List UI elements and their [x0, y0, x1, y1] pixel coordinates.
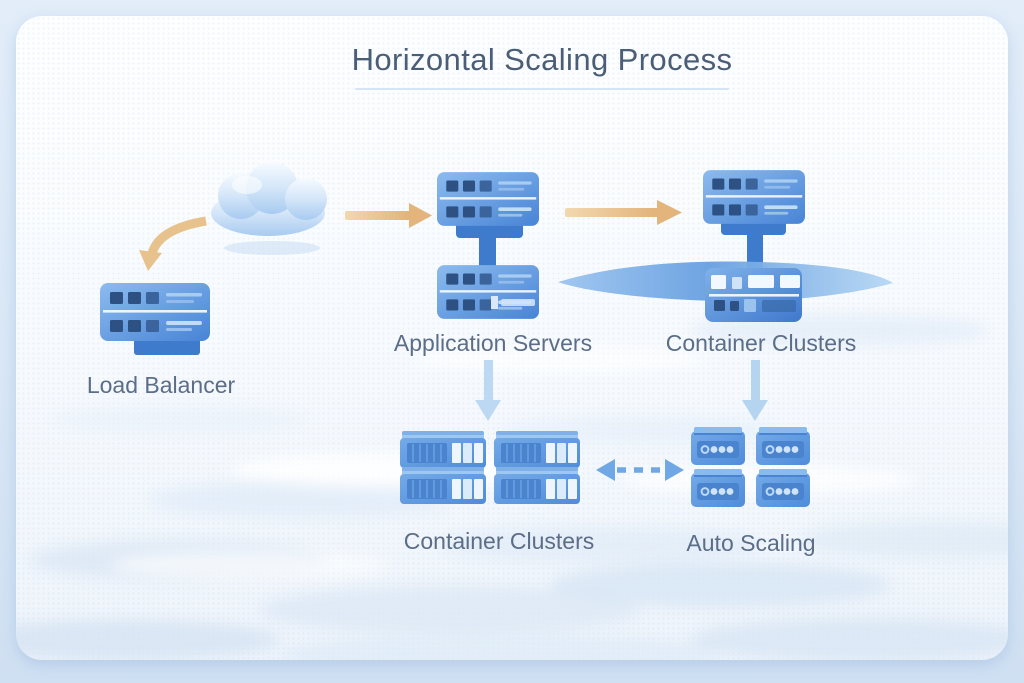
- arrow-cloud-to-application-servers: [345, 203, 432, 228]
- container-clusters-top-label: Container Clusters: [665, 330, 857, 356]
- title-underline: [355, 88, 729, 90]
- arrow-application-servers-to-container-clusters: [565, 200, 682, 225]
- load-balancer-label: Load Balancer: [86, 372, 236, 398]
- container-clusters-bottom-label: Container Clusters: [403, 528, 595, 554]
- arrow-cloud-to-load-balancer: [139, 216, 207, 271]
- arrow-container-clusters-to-auto-scaling: [742, 360, 768, 421]
- application-servers-label: Application Servers: [393, 330, 593, 356]
- auto-scaling-label: Auto Scaling: [686, 530, 816, 556]
- page-title: Horizontal Scaling Process: [351, 42, 733, 77]
- servers-with-disc-icon: [558, 170, 893, 322]
- dashed-arrow-clusters-auto-scaling: [596, 459, 684, 481]
- arrow-application-servers-to-bottom-clusters: [475, 360, 501, 421]
- stacked-servers-icon: [437, 172, 539, 319]
- load-balancer-server-icon: [100, 283, 210, 355]
- cloud-icon: [211, 162, 327, 255]
